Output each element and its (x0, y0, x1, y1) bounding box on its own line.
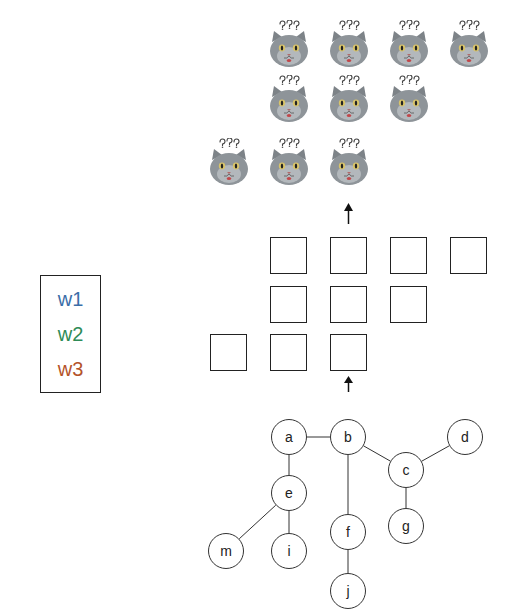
weight-label: w1 (58, 289, 84, 309)
tree-edge (289, 455, 290, 475)
tree-edge (348, 550, 349, 573)
weight-box: w1 w2 w3 (40, 275, 101, 393)
graph-vertex: c (388, 452, 424, 488)
tree-edge (364, 446, 391, 461)
graph-vertex: b (330, 419, 366, 455)
graph-vertex: i (271, 533, 307, 569)
up-arrow (344, 203, 353, 392)
graph-vertex: f (330, 514, 366, 550)
vertex-label: e (285, 485, 293, 501)
graph-vertex: a (271, 419, 307, 455)
tree-edge (406, 488, 407, 508)
cat-image (210, 20, 488, 185)
tree-edge (348, 455, 349, 514)
vertex-label: j (346, 583, 349, 599)
vertex-label: a (285, 429, 293, 445)
vertex-label: f (346, 524, 350, 540)
vertex-label: i (287, 543, 290, 559)
vertex-label: b (344, 429, 352, 445)
graph-vertex: g (388, 508, 424, 544)
vertex-label: d (461, 429, 469, 445)
weight-label: w2 (58, 324, 84, 344)
tree-edge (422, 446, 450, 461)
weight-label: w3 (58, 359, 84, 379)
graph-vertex: j (330, 573, 366, 609)
vertex-label: m (220, 543, 232, 559)
graph-vertex: m (208, 533, 244, 569)
tree-edge (307, 437, 330, 438)
graph-vertex: e (271, 475, 307, 511)
vertex-label: c (403, 462, 410, 478)
graph-vertex: d (447, 419, 483, 455)
tree-edge (239, 505, 276, 539)
empty-square (211, 238, 487, 371)
tree-edge (289, 511, 290, 533)
vertex-label: g (402, 518, 410, 534)
